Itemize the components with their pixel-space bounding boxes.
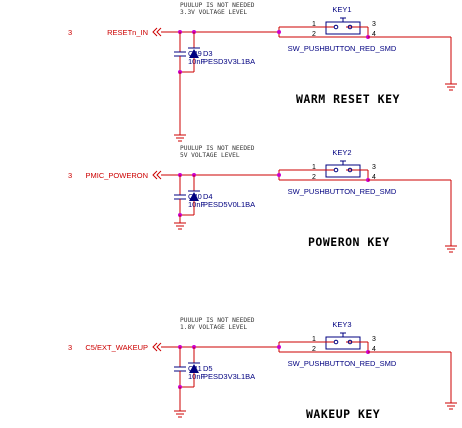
block-title: POWERON KEY (308, 235, 390, 249)
key-part: SW_PUSHBUTTON_RED_SMD (288, 44, 397, 53)
pushbutton-symbol (318, 160, 368, 181)
capacitor-symbol (174, 194, 186, 200)
tvs-diode-symbol (188, 362, 200, 373)
diode-part: PESD5V0L1BA (203, 200, 255, 209)
junction-dot (277, 345, 281, 349)
pin-number-4: 4 (372, 346, 376, 353)
pin-number-2: 2 (312, 31, 316, 38)
net-page-number: 3 (68, 28, 72, 37)
ground-icon (174, 134, 186, 142)
button-body (325, 21, 361, 35)
ground-icon (445, 402, 457, 410)
pin-number-3: 3 (372, 164, 376, 171)
key-ref: KEY3 (332, 320, 351, 329)
key-part: SW_PUSHBUTTON_RED_SMD (288, 187, 397, 196)
net-page-number: 3 (68, 171, 72, 180)
ground-icon (174, 222, 186, 230)
capacitor-value: 10nF (188, 200, 206, 209)
diode-triangle (189, 49, 199, 58)
contact-left (333, 167, 339, 173)
block-title: WARM RESET KEY (296, 92, 400, 106)
ground-icon (445, 83, 457, 91)
junction-dot (277, 173, 281, 177)
capacitor-symbol (174, 366, 186, 372)
note-line-1: PUULUP IS NOT NEEDED (180, 145, 255, 152)
capacitor-symbol (174, 51, 186, 57)
offpage-connector-icon (152, 342, 162, 352)
pin-number-1: 1 (312, 21, 316, 28)
pushbutton-symbol (318, 17, 368, 38)
note-line-2: 5V VOLTAGE LEVEL (180, 152, 240, 159)
pin-number-1: 1 (312, 164, 316, 171)
note-line-2: 1.8V VOLTAGE LEVEL (180, 324, 247, 331)
tvs-diode-symbol (188, 190, 200, 201)
offpage-connector-icon (152, 170, 162, 180)
pin-number-3: 3 (372, 336, 376, 343)
button-body (325, 336, 361, 350)
capacitor-value: 10nF (188, 57, 206, 66)
pin-number-4: 4 (372, 174, 376, 181)
key-ref: KEY1 (332, 5, 351, 14)
ground-icon (174, 410, 186, 418)
contact-left (333, 339, 339, 345)
pin-number-4: 4 (372, 31, 376, 38)
offpage-connector-icon (152, 27, 162, 37)
net-label: PMIC_POWERON (85, 171, 148, 180)
contact-right (347, 24, 353, 30)
note-line-1: PUULUP IS NOT NEEDED (180, 2, 255, 9)
contact-left (333, 24, 339, 30)
circuit-3: 3C5/EXT_WAKEUPC4110nFD5PESD3V3L1BAPUULUP… (68, 317, 457, 421)
diode-ref: D3 (203, 49, 213, 58)
circuit-2: 3PMIC_POWERONC4010nFD4PESD5V0L1BAPUULUP … (68, 145, 457, 253)
capacitor-value: 10nF (188, 372, 206, 381)
diode-triangle (189, 364, 199, 373)
button-body (325, 164, 361, 178)
key-part: SW_PUSHBUTTON_RED_SMD (288, 359, 397, 368)
junction-dot (277, 30, 281, 34)
note-line-2: 3.3V VOLTAGE LEVEL (180, 9, 247, 16)
net-label: RESETn_IN (107, 28, 148, 37)
note-line-1: PUULUP IS NOT NEEDED (180, 317, 255, 324)
diode-ref: D5 (203, 364, 213, 373)
net-page-number: 3 (68, 343, 72, 352)
pin-number-2: 2 (312, 346, 316, 353)
pin-number-1: 1 (312, 336, 316, 343)
key-ref: KEY2 (332, 148, 351, 157)
diode-ref: D4 (203, 192, 213, 201)
pushbutton-symbol (318, 332, 368, 353)
pin-number-3: 3 (372, 21, 376, 28)
diode-part: PESD3V3L1BA (203, 57, 255, 66)
tvs-diode-symbol (188, 47, 200, 58)
pin-number-2: 2 (312, 174, 316, 181)
diode-triangle (189, 192, 199, 201)
ground-icon (445, 245, 457, 253)
contact-right (347, 167, 353, 173)
net-label: C5/EXT_WAKEUP (85, 343, 148, 352)
diode-part: PESD3V3L1BA (203, 372, 255, 381)
contact-right (347, 339, 353, 345)
block-title: WAKEUP KEY (306, 407, 380, 421)
